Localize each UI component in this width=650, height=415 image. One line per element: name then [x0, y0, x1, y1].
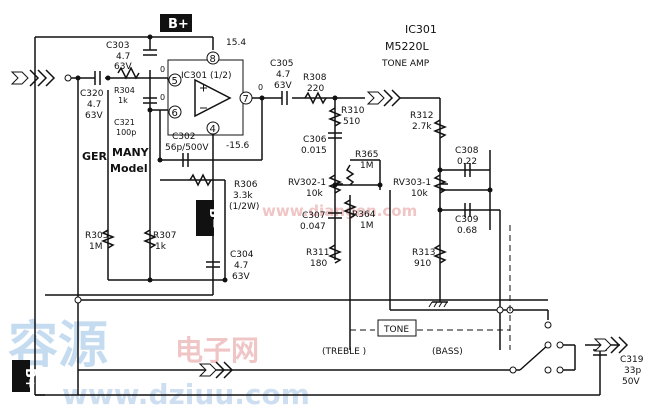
c319-val2: 50V: [622, 377, 640, 387]
note-germany-1: GER: [82, 150, 108, 163]
r310-val: 510: [343, 117, 360, 127]
c321-ref: C321: [114, 118, 135, 127]
rv303-val: 10k: [411, 189, 428, 199]
junction-dots: [75, 34, 493, 283]
c302-val: 56p/500V: [165, 143, 209, 153]
ic-pins: 5 6 7 8 4 15.4 -15.6 0 0 0: [160, 38, 263, 151]
r306-ref: R306: [234, 180, 258, 190]
tone-box: [377, 319, 417, 337]
pin-4-label: 4: [210, 124, 216, 135]
r313-val: 910: [414, 259, 431, 269]
resistor-symbols: [100, 66, 448, 264]
pin-8-label: 8: [210, 54, 216, 65]
c305-val2: 63V: [274, 81, 292, 91]
watermark-cn-sub: 电子网: [175, 334, 259, 367]
c304-val2: 63V: [232, 272, 250, 282]
rv303-ref: RV303-1: [393, 178, 431, 188]
c309-val: 0.68: [457, 226, 477, 236]
r313-ref: R313: [412, 248, 435, 258]
pin-6-label: 6: [172, 108, 178, 119]
pin-7-label: 7: [243, 94, 249, 105]
c320-ref: C320: [80, 89, 104, 99]
r365-ref: R365: [355, 150, 378, 160]
c307-ref: C307: [302, 211, 325, 221]
ic-func-label: TONE AMP: [381, 59, 430, 69]
r305-val: 1M: [89, 242, 103, 252]
ic-ref-label: IC301: [405, 23, 437, 36]
c302-ref: C302: [172, 132, 195, 142]
r304-val: 1k: [118, 96, 128, 105]
c305-ref: C305: [270, 59, 293, 69]
rail-bplus-left-label: B+: [22, 368, 37, 389]
r306-val2: (1/2W): [229, 202, 259, 212]
watermark-url-small: www.diangon.com: [262, 202, 417, 220]
pin-6-voltage: 0: [160, 93, 165, 102]
c306-ref: C306: [303, 135, 327, 145]
c308-ref: C308: [455, 146, 479, 156]
c320-val2: 63V: [85, 111, 103, 121]
wires: [34, 36, 620, 396]
c321-val: 100p: [116, 128, 136, 137]
r312-val: 2.7k: [412, 122, 432, 132]
c306-val: 0.015: [301, 146, 327, 156]
r305-ref: R305: [85, 231, 108, 241]
c304-ref: C304: [230, 250, 254, 260]
r308-val: 220: [307, 84, 324, 94]
r311-ref: R311: [306, 248, 329, 258]
r307-val: 1k: [155, 242, 167, 252]
c319-ref: C319: [620, 355, 644, 365]
terminals: [64, 74, 564, 374]
r312-ref: R312: [410, 111, 433, 121]
r307-ref: R307: [153, 231, 176, 241]
c309-ref: C309: [455, 215, 479, 225]
r308-ref: R308: [303, 73, 327, 83]
rail-bplus-top-label: B+: [168, 17, 189, 32]
c303-val2: 63V: [114, 62, 132, 72]
c319-val: 33p: [624, 366, 641, 376]
rail-bminus-label: B−: [206, 208, 221, 229]
signal-arrows: [10, 69, 629, 379]
c308-val: 0.22: [457, 157, 477, 167]
component-labels: C303 4.7 63V C320 4.7 63V R304 1k C321 1…: [80, 41, 644, 387]
r304-ref: R304: [114, 86, 135, 95]
rail-bplus-left: B+: [12, 360, 37, 392]
treble-label: (TREBLE ): [322, 347, 366, 357]
pin-7-voltage: 0: [258, 83, 263, 92]
rv302-ref: RV302-1: [288, 178, 326, 188]
rail-bminus: B−: [196, 200, 221, 236]
c320-val: 4.7: [87, 100, 101, 110]
ic-part-label: M5220L: [385, 40, 429, 53]
pin-8-voltage: 15.4: [226, 38, 246, 48]
ic301-opamp: IC301 (1/2): [167, 59, 244, 136]
c303-val: 4.7: [116, 52, 130, 62]
ground-icon: [428, 298, 448, 308]
c303-ref: C303: [106, 41, 129, 51]
pin-5-voltage: 0: [160, 65, 165, 74]
tone-control-dashes: [349, 225, 511, 350]
r306-val: 3.3k: [233, 191, 253, 201]
c304-val: 4.7: [234, 261, 248, 271]
r364-ref: R364: [352, 210, 376, 220]
r365-val: 1M: [360, 161, 374, 171]
c305-val: 4.7: [276, 70, 290, 80]
r364-val: 1M: [360, 221, 374, 231]
tone-label: TONE: [383, 325, 409, 335]
pin-4-voltage: -15.6: [226, 141, 250, 151]
note-germany-1b: MANY: [112, 146, 150, 159]
r311-val: 180: [310, 259, 327, 269]
rv302-val: 10k: [306, 189, 323, 199]
bass-label: (BASS): [432, 347, 463, 357]
ic-unit-label: IC301 (1/2): [181, 71, 231, 81]
r310-ref: R310: [341, 106, 365, 116]
rail-bplus-top: B+: [160, 14, 192, 32]
c307-val: 0.047: [300, 222, 326, 232]
pin-5-label: 5: [172, 76, 178, 87]
note-germany-2: Model: [110, 162, 148, 175]
